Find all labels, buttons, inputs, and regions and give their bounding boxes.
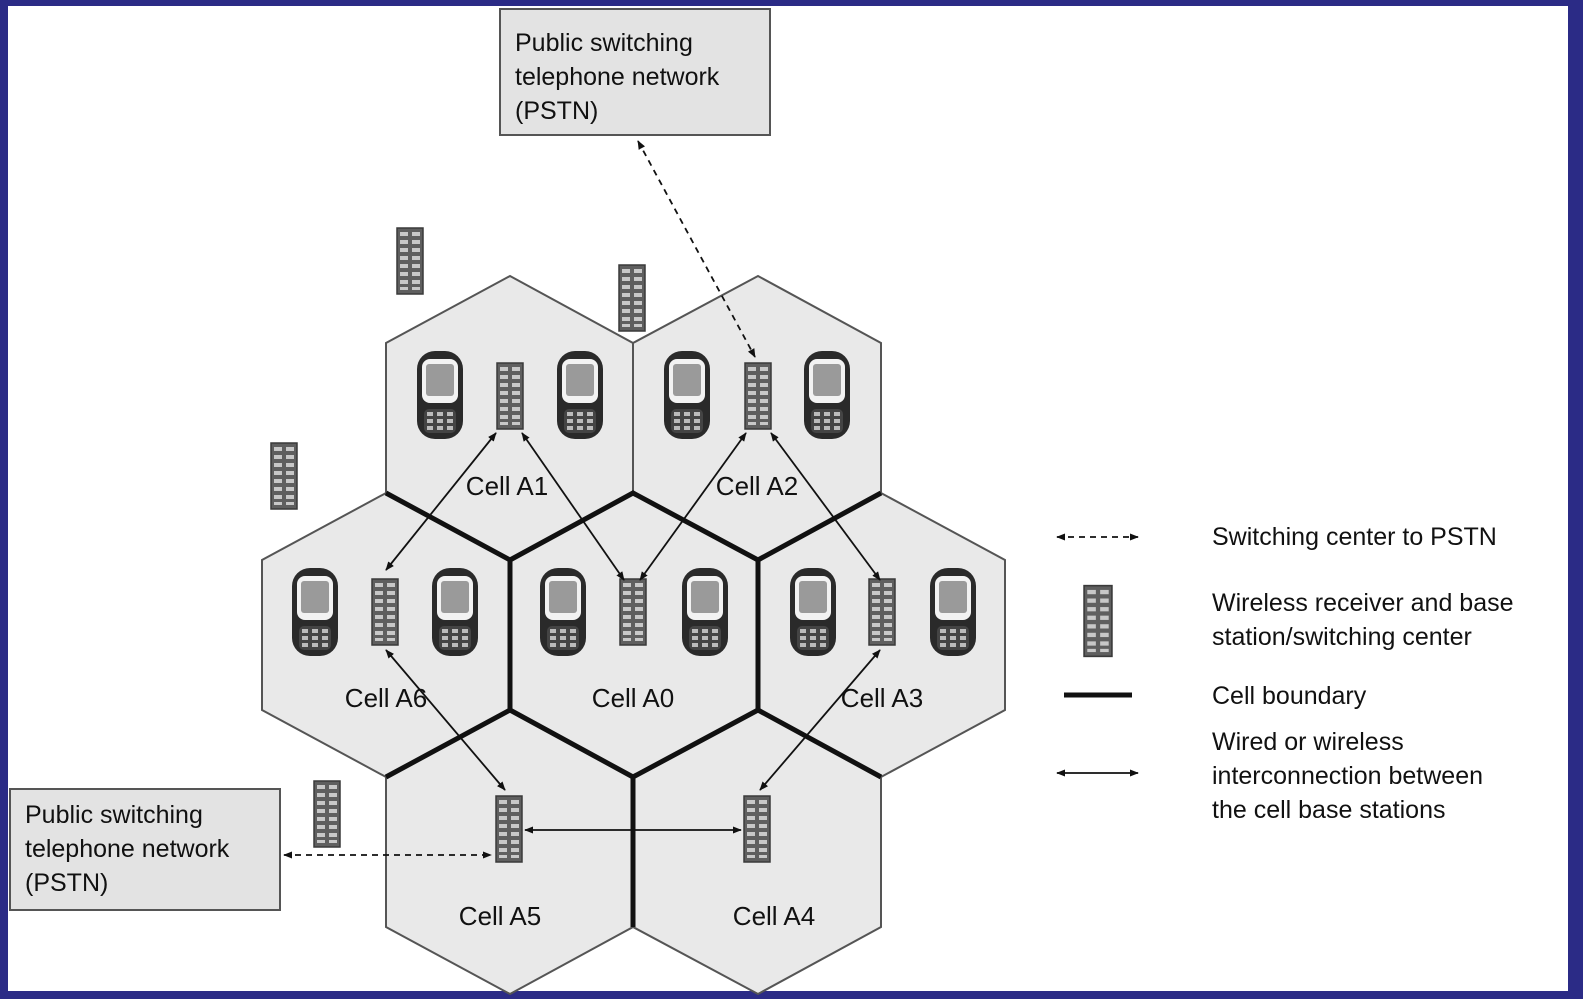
cell-label-a6: Cell A6 [345, 683, 427, 713]
cell-label-a0: Cell A0 [592, 683, 674, 713]
pstn-links [283, 140, 756, 859]
mobile-phone-icon [664, 351, 710, 439]
cell-labels: Cell A0 Cell A1 Cell A2 Cell A3 Cell A4 … [345, 471, 923, 931]
mobile-phone-icon [557, 351, 603, 439]
mobile-phone-icon [540, 568, 586, 656]
mobile-phone-icon [804, 351, 850, 439]
base-station-icon [743, 795, 771, 863]
interconnection-arrows [385, 432, 881, 834]
legend-base-station-icon [1083, 584, 1113, 658]
legend-solid-arrow-line3: the cell base stations [1212, 796, 1445, 824]
cell-label-a1: Cell A1 [466, 471, 548, 501]
mobile-phone-icon [930, 568, 976, 656]
pstn-box-bottom-line1: Public switching [25, 801, 203, 829]
base-station-icon [619, 578, 647, 646]
base-station-icon [868, 578, 896, 646]
pstn-box-bottom-line2: telephone network [25, 835, 230, 863]
legend-base-station-line2: station/switching center [1212, 623, 1472, 651]
legend-boundary-label: Cell boundary [1212, 682, 1367, 710]
mobile-phone-icon [682, 568, 728, 656]
mobile-phone-icon [417, 351, 463, 439]
cell-label-a3: Cell A3 [841, 683, 923, 713]
pstn-box-bottom-line3: (PSTN) [25, 869, 108, 897]
legend: Switching center to PSTN Wireless receiv… [1056, 523, 1514, 824]
base-station-icon [371, 578, 399, 646]
mobile-phone-icon [432, 568, 478, 656]
pstn-box-top-line1: Public switching [515, 29, 693, 57]
base-station-icon [313, 780, 341, 848]
pstn-box-top-line3: (PSTN) [515, 97, 598, 125]
pstn-box-top: Public switching telephone network (PSTN… [499, 8, 771, 136]
mobile-phone-icon [790, 568, 836, 656]
mobile-phone-icon [292, 568, 338, 656]
base-station-icon [744, 362, 772, 430]
cell-label-a5: Cell A5 [459, 901, 541, 931]
base-station-icon [396, 227, 424, 295]
cell-label-a2: Cell A2 [716, 471, 798, 501]
pstn-box-bottom: Public switching telephone network (PSTN… [9, 788, 281, 911]
legend-dashed-arrow-label: Switching center to PSTN [1212, 523, 1497, 551]
base-station-icon [495, 795, 523, 863]
base-station-icon [496, 362, 524, 430]
legend-solid-arrow-line1: Wired or wireless [1212, 728, 1404, 756]
legend-solid-arrow-line2: interconnection between [1212, 762, 1483, 790]
legend-base-station-line1: Wireless receiver and base [1212, 589, 1514, 617]
cell-label-a4: Cell A4 [733, 901, 815, 931]
base-station-icon [270, 442, 298, 510]
base-station-icon [618, 264, 646, 332]
pstn-box-top-line2: telephone network [515, 63, 720, 91]
